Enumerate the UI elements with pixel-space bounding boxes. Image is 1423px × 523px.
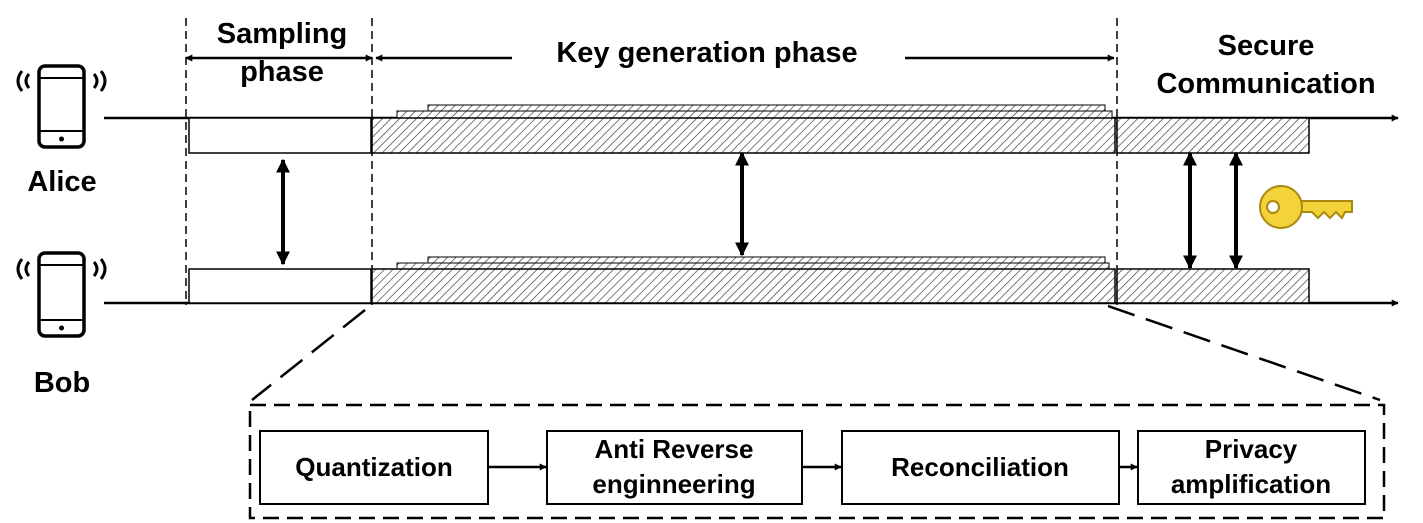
anti-reverse-box [546, 430, 803, 505]
anti-reverse-label-line1: Anti Reverse [595, 434, 754, 464]
secure-phase-label-line2: Communication [1156, 68, 1375, 100]
key-icon [1259, 185, 1353, 229]
anti-reverse-label-line2: enginneering [592, 469, 755, 499]
bob-keygen-layer-top [427, 256, 1106, 264]
privacy-label-line1: Privacy [1205, 434, 1298, 464]
alice-label: Alice [27, 166, 96, 198]
quantization-label: Quantization [295, 452, 452, 482]
reconciliation-box [841, 430, 1120, 505]
keygen-phase-label: Key generation phase [556, 37, 857, 69]
zoom-line-right [1107, 304, 1381, 402]
alice-keygen-layer-mid [396, 110, 1113, 119]
bob-label: Bob [34, 367, 90, 399]
sampling-phase-label-line1: Sampling [217, 18, 348, 50]
alice-keygen-layer-top [427, 104, 1106, 112]
bob-sampling-block [188, 268, 372, 304]
privacy-box [1137, 430, 1366, 505]
bob-secure-block [1116, 268, 1310, 304]
bob-keygen-block [371, 268, 1116, 304]
alice-secure-block [1116, 117, 1310, 154]
smartphone-icon [16, 251, 107, 338]
sampling-phase-label-line2: phase [240, 56, 324, 88]
bob-keygen-layer-mid [396, 262, 1110, 270]
pipeline-container [248, 403, 1386, 520]
privacy-label-line2: amplification [1171, 469, 1331, 499]
smartphone-icon [16, 64, 107, 149]
zoom-line-left [251, 309, 366, 401]
secure-phase-label-line1: Secure [1218, 30, 1315, 62]
alice-keygen-block [371, 117, 1116, 154]
alice-sampling-block [188, 117, 372, 154]
reconciliation-label: Reconciliation [891, 452, 1069, 482]
